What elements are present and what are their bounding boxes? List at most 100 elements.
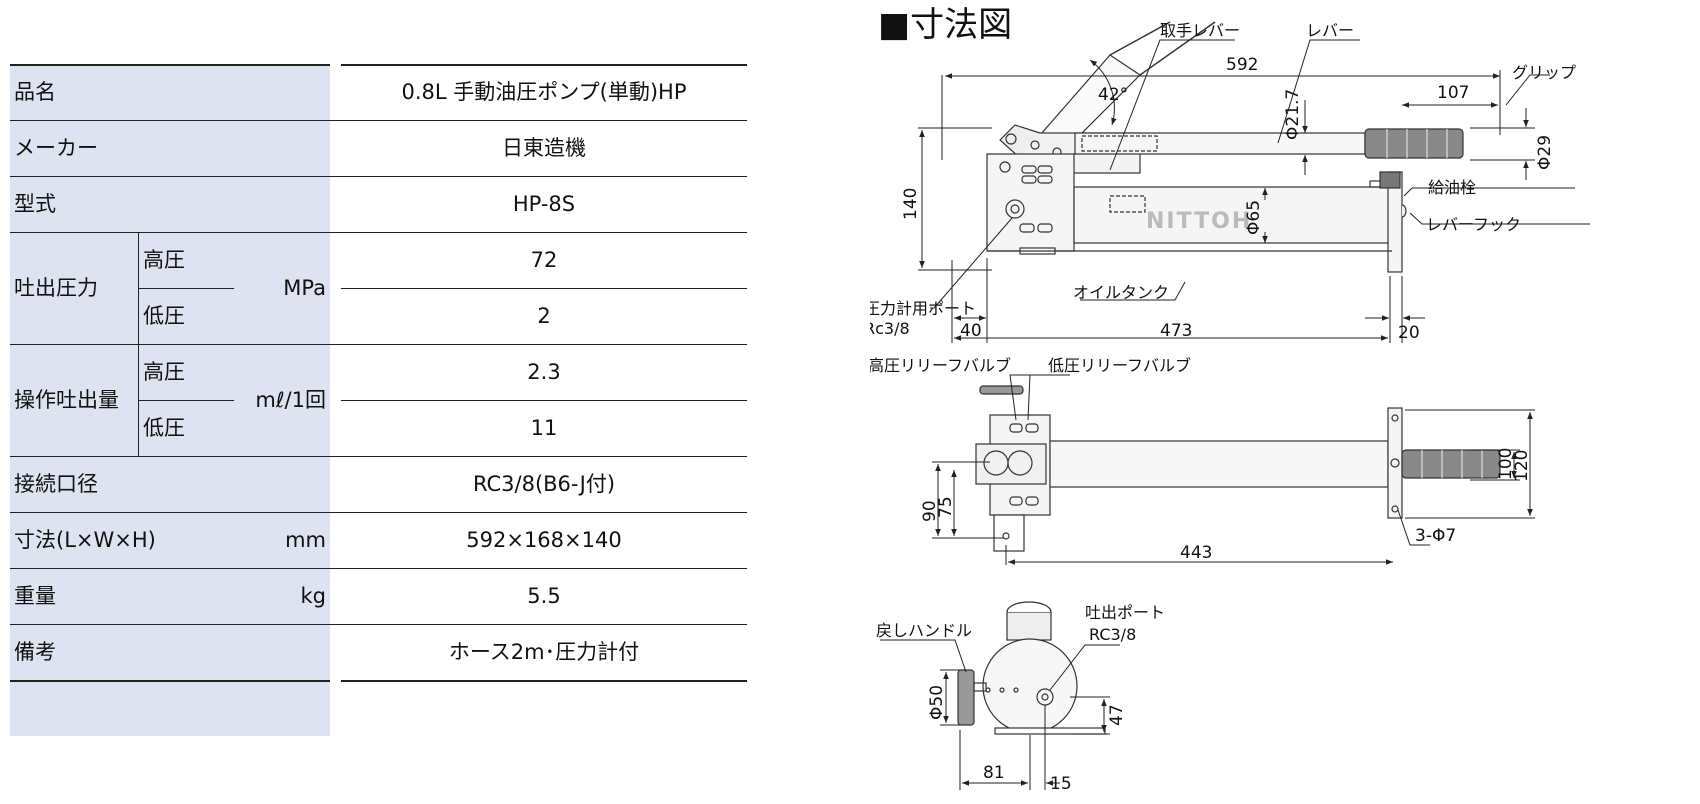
dim-81: 81 bbox=[983, 763, 1005, 783]
dim-20: 20 bbox=[1398, 323, 1420, 343]
label-handle-lever: 取手レバー bbox=[1160, 21, 1240, 40]
row-divider bbox=[10, 176, 747, 177]
label-lever: レバー bbox=[1306, 21, 1354, 40]
row-label: 型式 bbox=[14, 192, 56, 216]
brand-mark: NITTOH bbox=[1146, 209, 1252, 234]
row-label: メーカー bbox=[14, 136, 98, 160]
end-view-dims bbox=[880, 639, 1120, 790]
row-label: 接続口径 bbox=[14, 472, 98, 496]
label-return-handle: 戻しハンドル bbox=[876, 621, 972, 640]
sub-row-divider bbox=[341, 400, 747, 401]
dim-592: 592 bbox=[1226, 55, 1258, 75]
row-label: 操作吐出量 bbox=[14, 388, 119, 412]
sub-label: 低圧 bbox=[143, 304, 185, 328]
drawing-title: ■寸法図 bbox=[878, 5, 1012, 45]
label-gauge-port-size: Rc3/8 bbox=[870, 319, 910, 338]
sub-row-divider bbox=[138, 288, 234, 289]
return-handle bbox=[957, 669, 975, 726]
dim-phi50: Φ50 bbox=[927, 685, 947, 720]
row-divider bbox=[10, 568, 747, 569]
unit-label: mm bbox=[285, 528, 326, 552]
table-top-border bbox=[10, 64, 747, 66]
dim-140: 140 bbox=[901, 188, 921, 220]
dim-443: 443 bbox=[1180, 543, 1212, 563]
hp-relief-knob bbox=[979, 385, 1024, 395]
top-view-dims bbox=[932, 374, 1535, 565]
side-view bbox=[986, 21, 1464, 273]
unit-label: mℓ/1回 bbox=[255, 388, 326, 412]
dim-phi21-7: Φ21.7 bbox=[1283, 89, 1303, 140]
row-divider bbox=[10, 120, 747, 121]
row-value: RC3/8(B6-J付) bbox=[472, 472, 616, 496]
column-gap bbox=[330, 64, 341, 736]
dim-75: 75 bbox=[936, 496, 956, 518]
end-view bbox=[957, 601, 1106, 735]
row-label: 品名 bbox=[14, 80, 56, 104]
row-divider bbox=[10, 232, 747, 233]
label-outlet-port: 吐出ポート bbox=[1085, 603, 1165, 622]
row-value: 72 bbox=[530, 248, 558, 272]
sub-label: 高圧 bbox=[143, 360, 185, 384]
unit-label: MPa bbox=[283, 276, 326, 300]
dimension-drawing: ■寸法図 bbox=[864, 0, 1700, 800]
row-divider bbox=[10, 344, 747, 345]
end-view-head bbox=[1006, 611, 1052, 641]
dim-100: 100 bbox=[1496, 448, 1516, 480]
sub-row-divider bbox=[138, 400, 234, 401]
dim-42deg: 42° bbox=[1098, 85, 1128, 105]
label-lp-relief: 低圧リリーフバルブ bbox=[1048, 356, 1191, 375]
row-divider bbox=[10, 512, 747, 513]
row-value: 592×168×140 bbox=[466, 528, 622, 552]
row-value: 0.8L 手動油圧ポンプ(単動)HP bbox=[401, 80, 687, 104]
row-value: 2.3 bbox=[527, 360, 561, 384]
sub-column-line bbox=[138, 344, 139, 456]
sub-label: 高圧 bbox=[143, 248, 185, 272]
top-view-texts: 高圧リリーフバルブ 低圧リリーフバルブ 90 75 443 100 120 3-… bbox=[868, 356, 1532, 563]
dim-107: 107 bbox=[1437, 83, 1469, 103]
label-grip: グリップ bbox=[1512, 63, 1576, 82]
oil-plug bbox=[1379, 171, 1401, 189]
dim-120: 120 bbox=[1512, 450, 1532, 482]
top-lever-tube bbox=[1049, 440, 1389, 488]
top-view bbox=[975, 385, 1501, 552]
top-end-plate bbox=[1387, 407, 1403, 519]
label-outlet-port-size: RC3/8 bbox=[1089, 625, 1136, 644]
dim-40: 40 bbox=[960, 321, 982, 341]
dim-3phi7: 3-Φ7 bbox=[1415, 526, 1456, 546]
dim-phi65: Φ65 bbox=[1244, 200, 1264, 235]
gap-mask bbox=[330, 63, 341, 66]
spec-table: 品名 0.8L 手動油圧ポンプ(単動)HP メーカー 日東造機 型式 HP-8S… bbox=[10, 63, 747, 736]
label-oil-tank: オイルタンク bbox=[1073, 283, 1169, 302]
label-gauge-port: 圧力計用ポート bbox=[870, 299, 976, 318]
side-view-dims bbox=[918, 39, 1590, 343]
row-value: 2 bbox=[537, 304, 551, 328]
dim-phi29: Φ29 bbox=[1535, 135, 1555, 170]
grip bbox=[1364, 128, 1464, 159]
dim-47: 47 bbox=[1107, 704, 1127, 726]
sub-row-divider bbox=[341, 288, 747, 289]
row-label: 重量 bbox=[14, 584, 56, 608]
unit-label: kg bbox=[300, 584, 327, 608]
row-divider bbox=[10, 624, 747, 625]
drawing-svg: ■寸法図 bbox=[864, 5, 1590, 794]
row-label: 吐出圧力 bbox=[14, 276, 98, 300]
sub-label: 低圧 bbox=[143, 416, 185, 440]
label-hp-relief: 高圧リリーフバルブ bbox=[870, 356, 1011, 375]
row-value: 11 bbox=[530, 416, 558, 440]
table-bottom-border bbox=[10, 680, 747, 682]
dim-473: 473 bbox=[1160, 321, 1192, 341]
row-divider bbox=[10, 456, 747, 457]
row-value: 日東造機 bbox=[502, 136, 586, 160]
row-label: 寸法(L×W×H) bbox=[14, 528, 156, 552]
row-value: ホース2m･圧力計付 bbox=[448, 640, 640, 664]
end-view-tank bbox=[982, 638, 1078, 734]
label-oil-plug: 給油栓 bbox=[1428, 178, 1476, 197]
side-view-texts: 592 42° Φ21.7 107 Φ29 140 Φ65 40 473 20 … bbox=[864, 21, 1576, 343]
label-lever-hook: レバーフック bbox=[1426, 215, 1521, 234]
sub-column-line bbox=[138, 232, 139, 344]
gap-mask bbox=[330, 679, 341, 682]
row-value: HP-8S bbox=[512, 192, 576, 216]
dim-90: 90 bbox=[920, 500, 940, 522]
row-label: 備考 bbox=[14, 640, 56, 664]
end-view-texts: 戻しハンドル 吐出ポート RC3/8 Φ50 47 81 15 bbox=[876, 603, 1165, 794]
